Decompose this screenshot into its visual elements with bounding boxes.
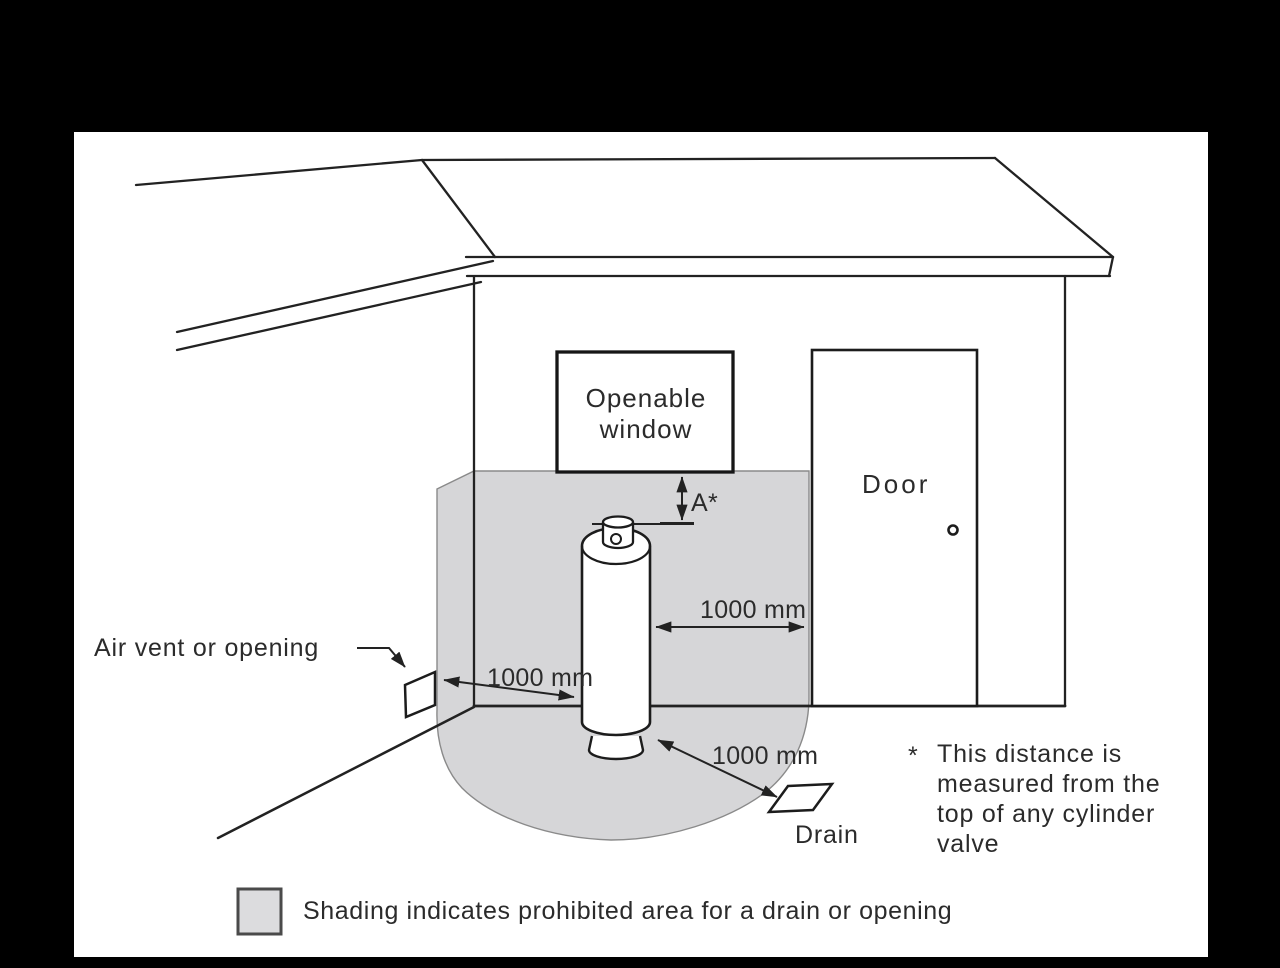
legend-text: Shading indicates prohibited area for a …	[303, 897, 952, 925]
footnote-asterisk: *	[908, 742, 919, 770]
legend: Shading indicates prohibited area for a …	[236, 887, 952, 936]
cylinder-valve-hole-icon	[610, 533, 622, 545]
cylinder-valve-top	[601, 515, 635, 529]
dimension-drain-label: 1000 mm	[712, 742, 818, 770]
door-label: Door	[862, 469, 930, 499]
footnote: * This distance is measured from the top…	[908, 740, 1160, 858]
footnote-line1: This distance is	[937, 740, 1122, 768]
footnote-line4: valve	[937, 830, 999, 858]
gas-cylinder	[580, 515, 652, 761]
cylinder-shoulder-ring	[580, 545, 652, 566]
ground-diagonal-line	[216, 705, 476, 840]
drain-label: Drain	[795, 821, 859, 849]
air-vent-leader-arrow	[357, 647, 406, 668]
dimension-drain-arrow	[657, 739, 778, 798]
roof-back-edge	[420, 156, 997, 162]
awning-back-edge	[134, 158, 424, 187]
drain	[766, 782, 835, 814]
dimension-arrows	[357, 476, 805, 798]
awning-fascia-top	[175, 259, 495, 334]
openable-window	[555, 350, 735, 474]
cylinder-foot-ring	[587, 735, 645, 761]
window-label-line1: Openable	[586, 383, 707, 413]
dimension-door-label: 1000 mm	[700, 596, 806, 624]
dimension-vent-label: 1000 mm	[487, 664, 593, 692]
roof-left-slope	[420, 158, 497, 259]
door-knob-icon	[947, 524, 959, 536]
window-label-line2: window	[599, 414, 693, 444]
air-vent-label: Air vent or opening	[94, 634, 319, 662]
footnote-line2: measured from the	[937, 770, 1160, 798]
legend-shading-swatch	[236, 887, 283, 936]
awning-fascia-bottom	[175, 280, 483, 352]
footnote-line3: top of any cylinder	[937, 800, 1155, 828]
fascia-right-cap	[1107, 255, 1115, 278]
dimension-a-label: A*	[691, 489, 718, 517]
roof-right-slope	[993, 156, 1115, 259]
air-vent	[403, 670, 437, 719]
dimension-vent-arrow	[443, 676, 575, 701]
